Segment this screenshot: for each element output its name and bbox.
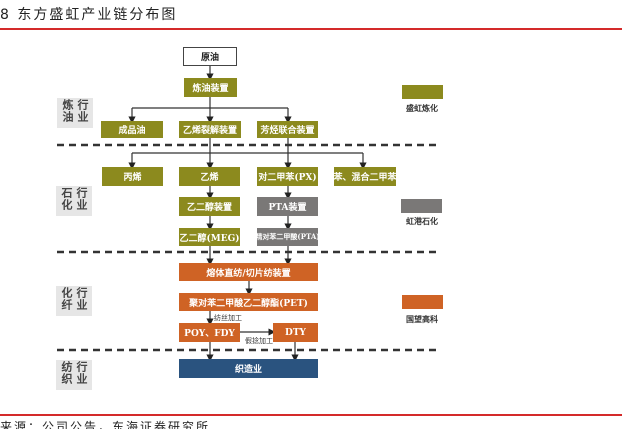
node-refinery: 炼油装置 [184, 78, 237, 97]
node-meg: 乙二醇(MEG) [179, 228, 240, 246]
sector-refining: 炼油行业 [57, 98, 93, 128]
node-eg-unit: 乙二醇装置 [179, 197, 240, 216]
node-weaving: 织造业 [179, 359, 318, 378]
sector-label: 炼油行业 [61, 99, 89, 123]
node-cracker: 乙烯裂解装置 [179, 121, 241, 138]
node-pet: 聚对苯二甲酸乙二醇酯(PET) [179, 293, 318, 311]
node-benzene: 苯、混合二甲苯 [334, 167, 397, 186]
node-pta: 精对苯二甲酸(PTA) [255, 228, 320, 246]
node-px: 对二甲苯(PX) [257, 167, 318, 186]
node-poy-fdy: POY、FDY [179, 323, 240, 342]
sector-label: 化纤行业 [60, 287, 88, 311]
note-texturing: 假捻加工 [245, 337, 273, 345]
legend-swatch-gray [401, 199, 442, 213]
node-dty: DTY [273, 323, 318, 342]
node-spinning: 熔体直纺/切片纺装置 [179, 263, 318, 281]
figure-title: 8 东方盛虹产业链分布图 [0, 7, 178, 23]
sector-petrochem: 石化行业 [56, 186, 92, 216]
sector-label: 纺织行业 [60, 361, 88, 385]
node-crude: 原油 [183, 47, 237, 66]
source-note: 来源：公司公告，东海证券研究所 [0, 420, 211, 429]
legend-swatch-olive [402, 85, 443, 99]
node-ethylene: 乙烯 [179, 167, 240, 186]
legend-label: 国望高科 [406, 314, 438, 324]
top-rule [0, 28, 622, 30]
node-propylene: 丙烯 [102, 167, 163, 186]
sector-textile: 纺织行业 [56, 360, 92, 390]
legend-swatch-orange [402, 295, 443, 309]
legend-label: 虹港石化 [406, 216, 438, 226]
node-pta-unit: PTA装置 [257, 197, 318, 216]
bottom-rule [0, 414, 622, 416]
legend-label: 盛虹炼化 [406, 103, 438, 113]
sector-label: 石化行业 [60, 187, 88, 211]
sector-fiber: 化纤行业 [56, 286, 92, 316]
node-aromatics: 芳烃联合装置 [257, 121, 318, 138]
note-spinning: 纺丝加工 [214, 314, 242, 322]
node-products: 成品油 [101, 121, 163, 138]
